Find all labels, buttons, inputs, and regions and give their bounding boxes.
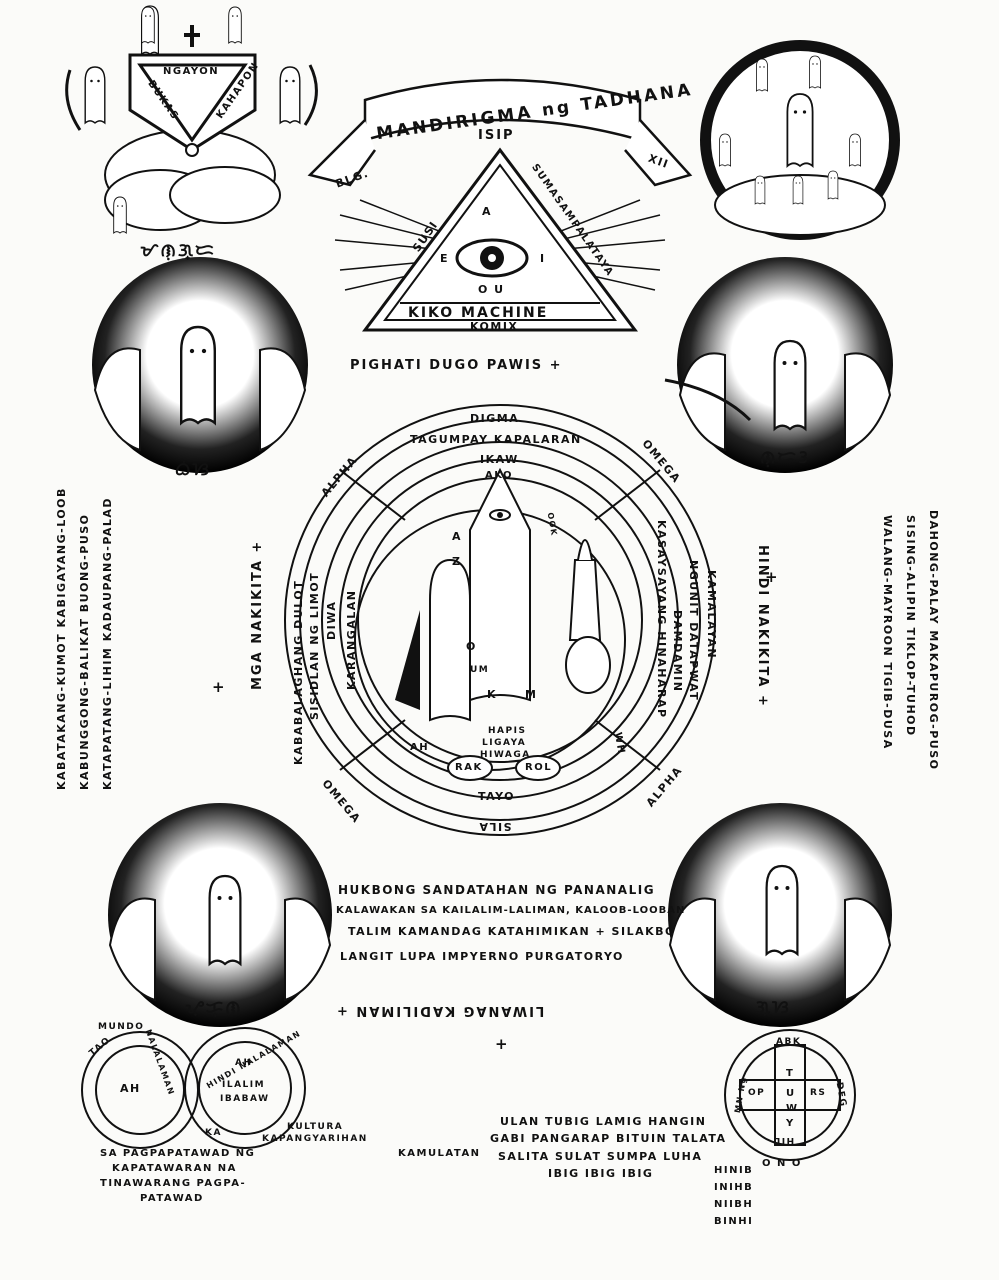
venn-ah-left: AH (120, 1082, 141, 1095)
mga-nakikita-label: MGA NAKIKITA + (250, 539, 265, 690)
wheel-right-4: KASAYSAYANG HINAHARAP (655, 520, 668, 719)
wheel-ligaya: LIGAYA (482, 738, 527, 748)
baybayin-mid-left: ᜊᜒᜐ (175, 459, 211, 480)
baybayin-mid-right: ᜈᜓᜇᜂ (760, 447, 810, 468)
compass-t: T (786, 1068, 795, 1079)
heaven-circle-drawing (700, 40, 900, 240)
wheel-left-4: KARANGALAN (345, 589, 358, 691)
compass-drawing (724, 1029, 856, 1161)
middle-text-3: TALIM KAMANDAG KATAHIMIKAN + SILAKBO (348, 925, 676, 938)
middle-text-1: HUKBONG SANDATAHAN NG PANANALIG (338, 883, 656, 897)
kamulatan-label: KAMULATAN (398, 1148, 481, 1159)
venn-caption-3: TINAWARANG PAGPA- (100, 1178, 247, 1189)
wheel-inner-k: K (487, 688, 498, 701)
wheel-right-1: KAMALAYAN (705, 570, 718, 660)
compass-op: OP (748, 1088, 766, 1098)
venn-mundo: MUNDO (98, 1022, 145, 1032)
right-column-line-3: WALANG-MAYROON TIGIB-DUSA (881, 515, 894, 750)
venn-kapangyarihan: KAPANGYARIHAN (262, 1134, 368, 1144)
wheel-rol: ROL (525, 762, 553, 773)
wheel-right-3: DAMDAMIN (671, 610, 684, 693)
pyramid-base-line1: KIKO MACHINE (408, 305, 549, 321)
compass-abk: ABK (776, 1037, 802, 1047)
bottom-center-line-4: IBIG IBIG IBIG (548, 1167, 654, 1180)
wheel-left-1: KABABALAGHANG DULOT (292, 579, 305, 765)
binhi-line-2: INIHB (714, 1182, 754, 1193)
binhi-line-1: HINIB (714, 1165, 754, 1176)
venn-drawing (81, 1027, 306, 1149)
venn-ibabaw: IBABAW (220, 1094, 270, 1104)
venn-ka: KA (205, 1128, 222, 1138)
crest-drawing (65, 5, 318, 234)
wheel-left-2: SISIDLAN NG LIMOT (308, 571, 321, 720)
wheel-right-2: NGUNIT DATAPWAT (687, 560, 700, 702)
left-column-line-1: KABATAKANG-KUMOT KABIGAYANG-LOOB (55, 487, 68, 790)
pyramid-letters-ou: O U (478, 283, 505, 296)
bottom-center-line-3: SALITA SULAT SUMPA LUHA (498, 1150, 703, 1163)
glow-circle-lower-left (108, 803, 332, 1027)
wheel-inner-a: A (452, 530, 463, 543)
middle-text-2: KALAWAKAN SA KAILALIM-LALIMAN, KALOOB-LO… (336, 905, 686, 916)
binhi-line-4: BINHI (714, 1216, 754, 1227)
venn-ilalim: ILALIM (222, 1080, 266, 1090)
pyramid-letter-e: E (440, 252, 450, 265)
pyramid-drawing (334, 147, 666, 332)
venn-ah-right: AH (235, 1058, 253, 1068)
right-column-line-2: SISING-ALIPIN TIKLOP-TUHOD (904, 515, 917, 737)
compass-u: U (786, 1088, 796, 1099)
venn-caption-2: KAPATAWARAN NA (112, 1163, 237, 1174)
binhi-line-3: NIIBH (714, 1199, 754, 1210)
pyramid-glyph-a: A (482, 205, 493, 218)
wheel-ring-outer: DIGMA (470, 412, 520, 425)
wheel-figures (395, 467, 611, 781)
wheel-inner-m: M (525, 688, 538, 701)
compass-rs: RS (810, 1088, 827, 1098)
baybayin-low-left: ᜌᜓᜃ᜔ᜈ (185, 997, 243, 1018)
bottom-center-line-1: ULAN TUBIG LAMIG HANGIN (500, 1115, 707, 1128)
compass-hil: HIL (773, 1135, 795, 1145)
wheel-left-3: DIWA (325, 600, 338, 640)
baybayin-top-left: ᜋᜈᜓᜄ᜔ᜇ (140, 240, 216, 261)
crest-top: NGAYON (163, 66, 220, 77)
pyramid-top-label: ISIP (478, 128, 515, 143)
glow-circle-upper-left (92, 257, 308, 473)
plus-mark-right: + (765, 568, 781, 586)
wheel-hapis: HAPIS (488, 726, 527, 736)
wheel-ring-2: TAGUMPAY KAPALARAN (410, 433, 582, 446)
wheel-inner-ah: AH (410, 742, 430, 753)
compass-o-letters: O N O (762, 1158, 802, 1169)
wheel-inner-o: O (466, 640, 477, 653)
glow-circle-upper-right (664, 257, 893, 473)
venn-caption-1: SA PAGPAPATAWAD NG (100, 1148, 256, 1159)
wheel-bottom-1: TAYO (478, 790, 516, 803)
venn-kultura: KULTURA (287, 1122, 344, 1132)
bottom-center-line-2: GABI PANGARAP BITUIN TALATA (490, 1132, 727, 1145)
glow-circle-lower-right (668, 803, 892, 1027)
mirrored-line: LIWANAG KADILIMAN + (335, 1003, 545, 1018)
wheel-ring-4: AKO (485, 470, 514, 481)
plus-mark-left: + (212, 678, 228, 696)
pyramid-letter-i: I (540, 252, 546, 265)
banner-drawing (307, 78, 693, 187)
right-column-line-1: DAHONG-PALAY MAKAPUROG-PUSO (927, 510, 940, 771)
plus-mark-center: + (495, 1035, 511, 1053)
wheel-hiwaga: HIWAGA (480, 750, 531, 760)
compass-y: Y (786, 1118, 795, 1129)
wheel-bottom-2: SILA (478, 820, 512, 833)
left-column-line-3: KATAPATANG-LIHIM KADAUPANG-PALAD (101, 496, 114, 790)
wheel-inner-um: UM (470, 665, 490, 675)
baybayin-low-right: ᜄᜓᜐ (755, 997, 791, 1018)
middle-text-4: LANGIT LUPA IMPYERNO PURGATORYO (340, 950, 624, 963)
tagline-top: PIGHATI DUGO PAWIS + (350, 358, 563, 373)
wheel-ring-3: IKAW (480, 453, 519, 466)
pyramid-base-line2: KOMIX (470, 320, 519, 333)
compass-w: W (786, 1103, 799, 1114)
wheel-rak: RAK (455, 762, 483, 773)
left-column-line-2: KABUNGGONG-BALIKAT BUONG-PUSO (78, 513, 91, 790)
wheel-inner-z: Z (452, 555, 462, 568)
venn-caption-4: PATAWAD (140, 1193, 204, 1204)
